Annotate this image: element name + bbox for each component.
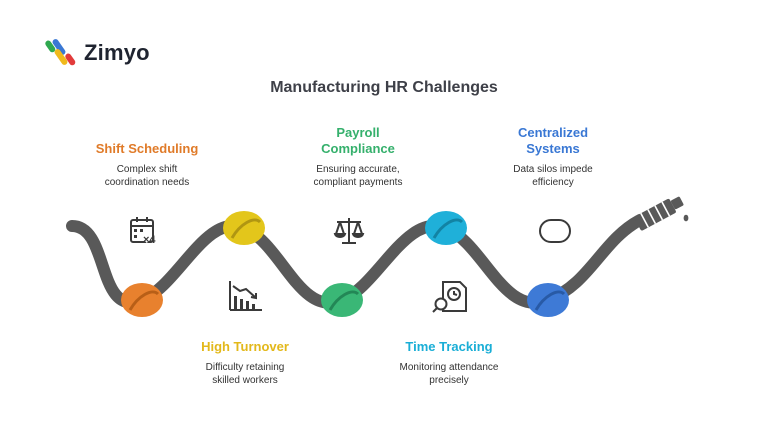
- challenge-description: Difficulty retaining skilled workers: [205, 362, 285, 386]
- page-title: Manufacturing HR Challenges: [270, 79, 498, 96]
- knot-green: [321, 283, 363, 317]
- challenge-title: Payroll Compliance: [321, 125, 395, 156]
- hose-nozzle-icon: [634, 196, 684, 231]
- challenge-description: Complex shift coordination needs: [104, 164, 190, 188]
- brand: Zimyo: [44, 36, 150, 70]
- zimyo-logo-icon: [45, 39, 76, 66]
- knot-orange: [121, 283, 163, 317]
- challenge-title: Time Tracking: [405, 339, 493, 354]
- challenge-title: High Turnover: [201, 339, 289, 354]
- database-icon: [539, 219, 571, 243]
- knot-blue: [527, 283, 569, 317]
- document-clock-search-icon: [432, 281, 467, 313]
- challenge-payroll-compliance: Payroll Compliance Ensuring accurate, co…: [293, 125, 423, 189]
- balance-scale-icon: [333, 218, 365, 244]
- knot-cyan: [425, 211, 467, 245]
- challenge-centralized-systems: Centralized Systems Data silos impede ef…: [488, 125, 618, 189]
- challenge-shift-scheduling: Shift Scheduling Complex shift coordinat…: [82, 141, 212, 189]
- calendar-x4-icon: ×4: [130, 217, 156, 246]
- challenge-description: Monitoring attendance precisely: [399, 362, 499, 386]
- challenge-description: Ensuring accurate, compliant payments: [313, 164, 403, 188]
- challenge-high-turnover: High Turnover Difficulty retaining skill…: [180, 339, 310, 387]
- challenge-title: Centralized Systems: [517, 125, 589, 156]
- challenge-title: Shift Scheduling: [95, 141, 199, 156]
- water-drop-icon: [683, 214, 689, 222]
- challenge-time-tracking: Time Tracking Monitoring attendance prec…: [384, 339, 514, 387]
- declining-chart-icon: [229, 281, 262, 311]
- brand-name: Zimyo: [84, 40, 150, 65]
- svg-text:×4: ×4: [143, 234, 156, 246]
- knot-yellow: [223, 211, 265, 245]
- challenge-description: Data silos impede efficiency: [513, 164, 593, 188]
